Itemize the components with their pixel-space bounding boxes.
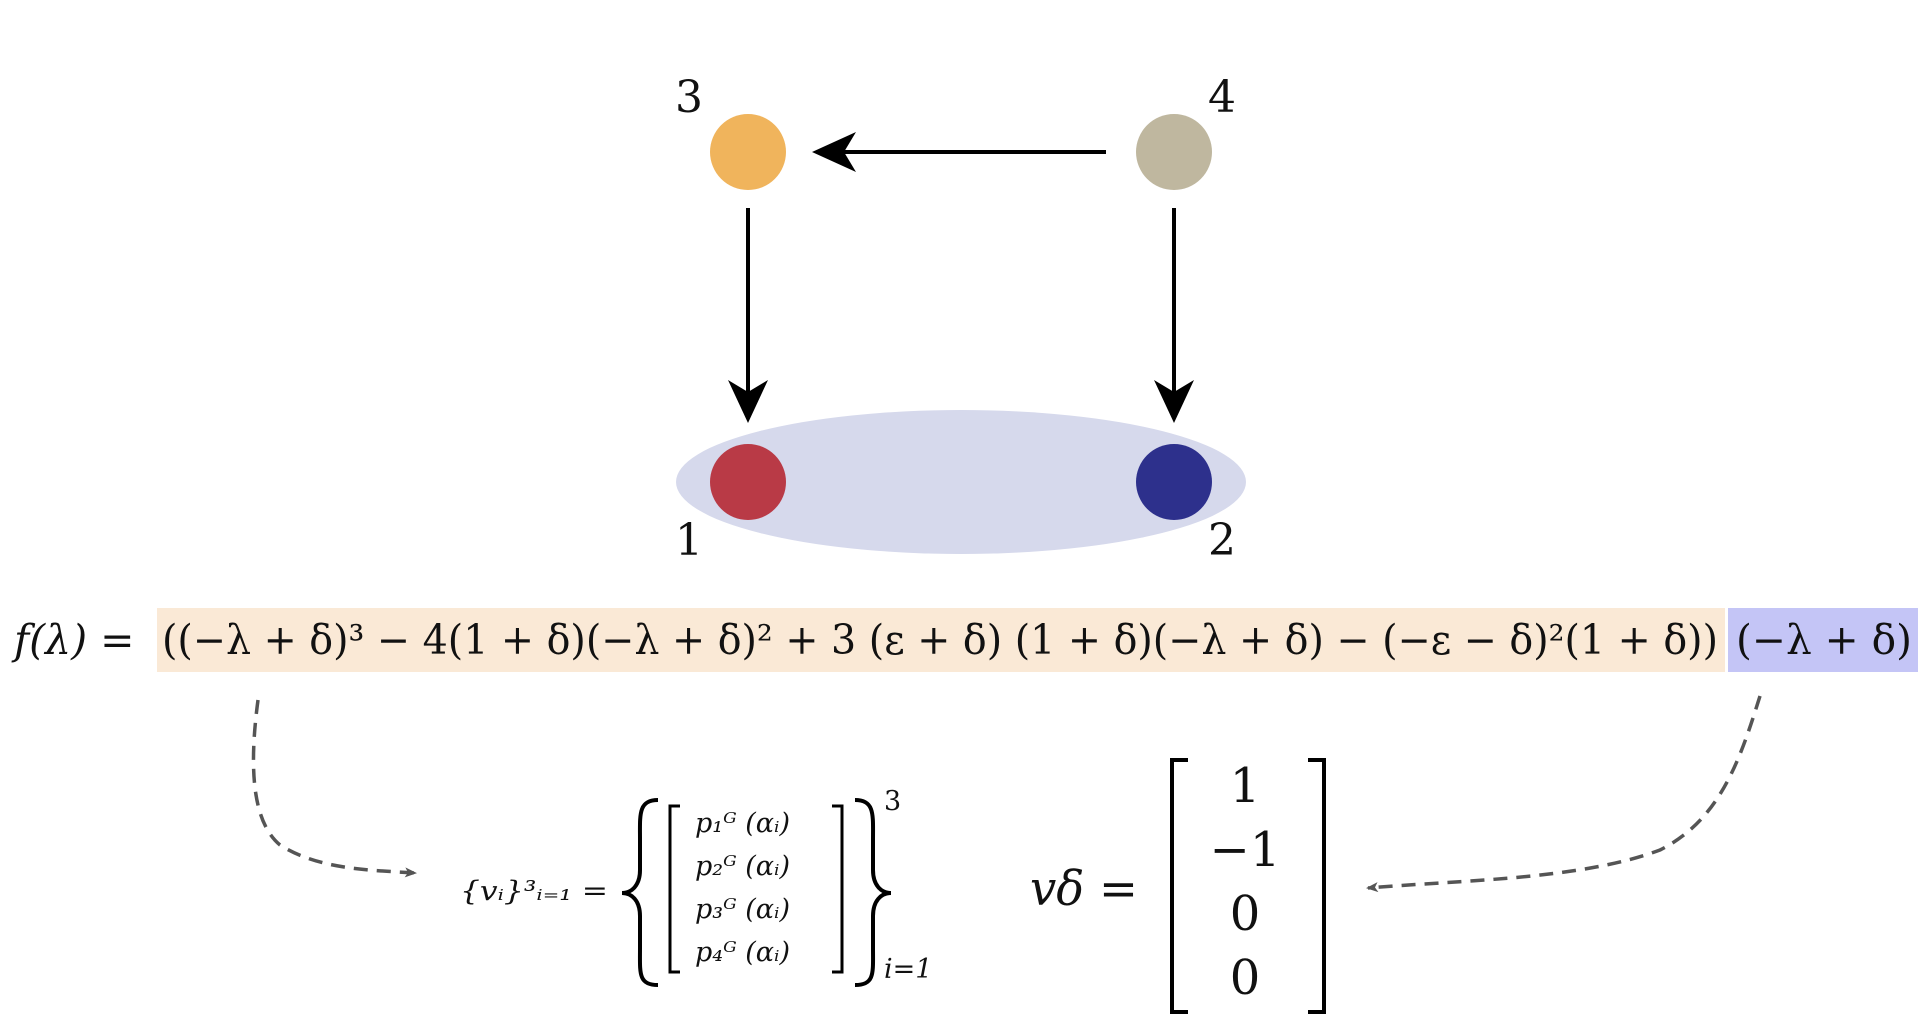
eigvec-set-brace-left [621,798,659,987]
eigvec-set-bracket-right [832,804,844,974]
highlight-linear-factor [1728,608,1918,672]
edge-3-to-1 [728,208,768,423]
node-label-2: 2 [1208,515,1236,566]
arrowhead-4-to-2 [1154,380,1194,423]
eigvec-set-subscript: i=1 [884,954,932,985]
node-label-4: 4 [1208,72,1236,123]
vdelta-bracket-left [1170,758,1188,1014]
vdelta-entry-2: −1 [1210,822,1281,878]
highlight-cubic-factor [157,608,1725,672]
vdelta-lhs: vδ = [1030,861,1138,917]
eigvec-set-superscript: 3 [884,786,901,817]
node-3 [710,114,786,190]
node-label-1: 1 [675,515,703,566]
arrowhead-4-to-3 [812,132,856,172]
eigvec-set-bracket-left [668,804,680,974]
equation-cubic-factor: ((−λ + δ)³ − 4(1 + δ)(−λ + δ)² + 3 (ε + … [162,616,1718,664]
edge-4-to-2 [1154,208,1194,423]
vdelta-bracket-right [1308,758,1326,1014]
eigvec-set-row-3: p₃ᴳ (αᵢ) [695,894,790,925]
vdelta-entry-1: 1 [1230,758,1261,814]
node-1 [710,444,786,520]
equation-lhs: f(λ) = [11,616,135,664]
vdelta-entry-3: 0 [1230,886,1261,942]
equation-linear-factor: (−λ + δ) [1736,616,1912,664]
node-label-3: 3 [675,72,703,123]
node-4 [1136,114,1212,190]
eigvec-set-brace-right [854,798,892,987]
vdelta-entry-4: 0 [1230,950,1261,1006]
arrowhead-3-to-1 [728,380,768,423]
eigvec-set-row-1: p₁ᴳ (αᵢ) [695,808,790,839]
edge-4-to-3 [812,132,1106,172]
dashed-arrow-to-eigvec-set [251,699,417,878]
node-2 [1136,444,1212,520]
dashed-arrow-to-vdelta [1366,695,1762,893]
eigvec-set-lhs: {vᵢ}³ᵢ₌₁ = [460,876,608,907]
eigvec-set-row-2: p₂ᴳ (αᵢ) [695,851,790,882]
group-ellipse [676,410,1246,554]
eigvec-set-row-4: p₄ᴳ (αᵢ) [695,937,790,968]
